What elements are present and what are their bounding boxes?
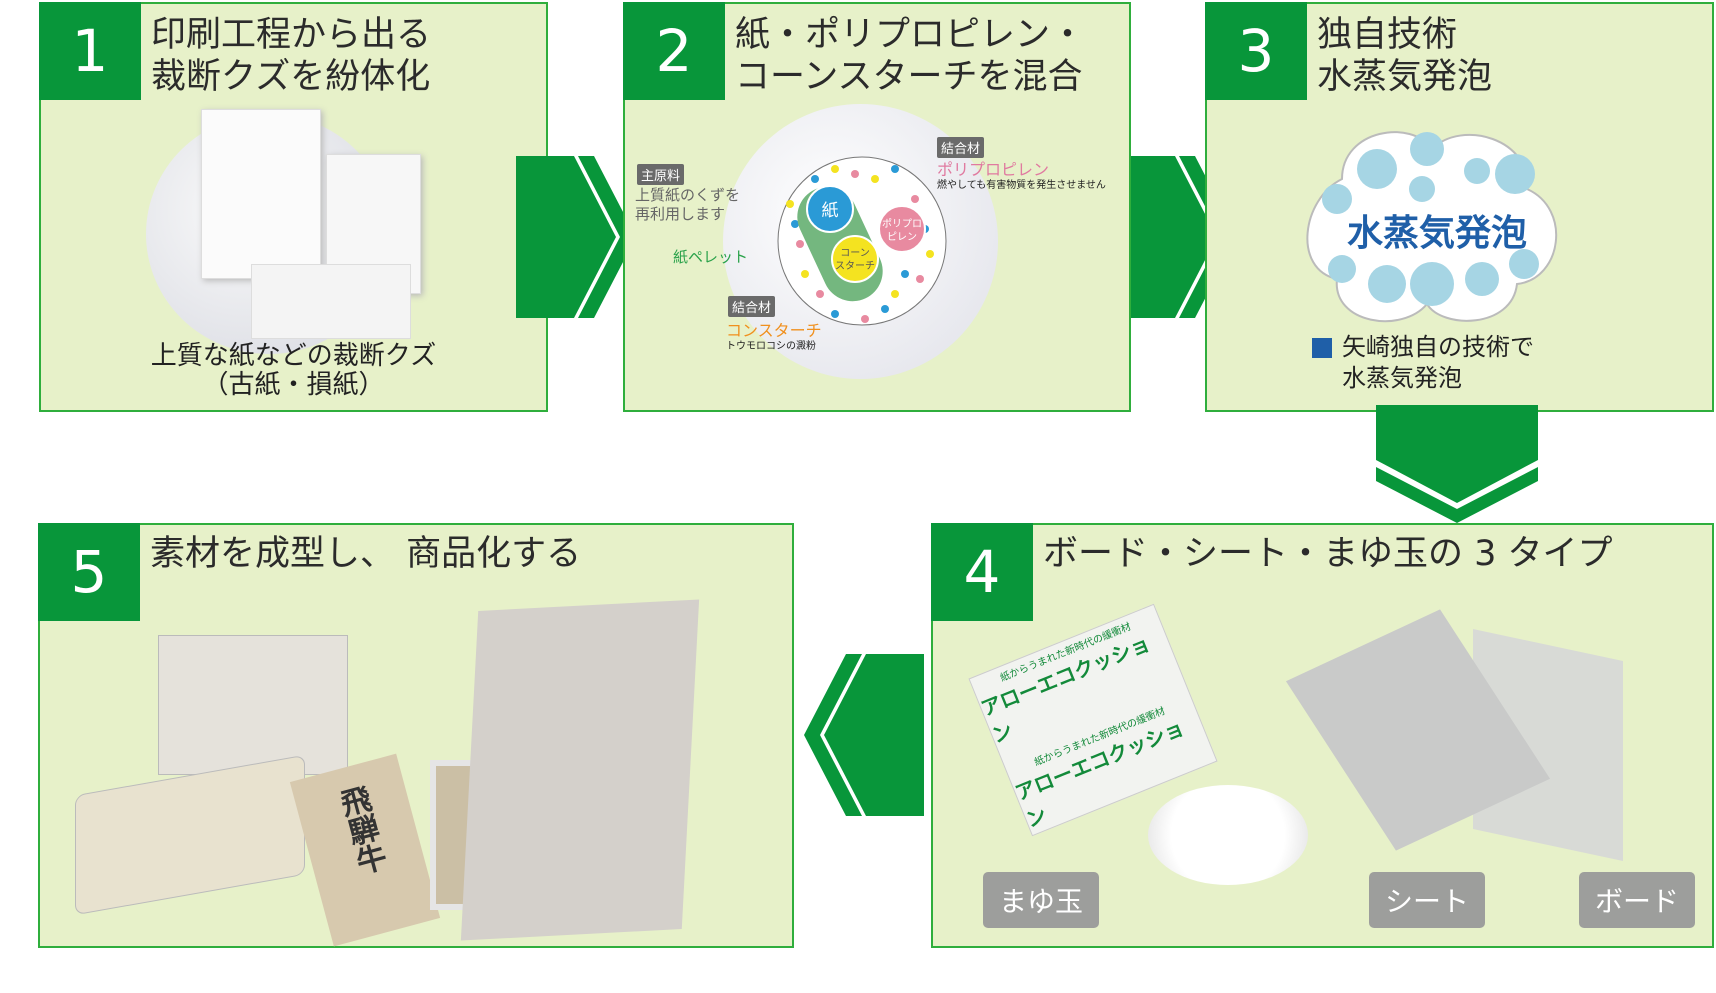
arrow-right-icon [516, 156, 636, 318]
paper-sheet-image [251, 264, 411, 339]
svg-text:スターチ: スターチ [835, 260, 875, 272]
binder-tag: 結合材 [728, 296, 776, 317]
pellet-label: 紙ペレット [673, 248, 749, 266]
type-label-sheet: シート [1369, 872, 1485, 928]
step-number: 1 [39, 2, 141, 100]
step-number: 5 [38, 523, 140, 621]
svg-text:ポリプロ: ポリプロ [882, 218, 922, 230]
step-number: 4 [931, 523, 1033, 621]
gift-box-image: 飛騨牛 [289, 753, 441, 947]
steam-cloud-image [1306, 131, 1558, 323]
step-title: ボード・シート・まゆ玉の 3 タイプ [1043, 534, 1613, 574]
main-material-text: 上質紙のくずを再利用します [635, 186, 741, 223]
step-3-panel: 3 独自技術水蒸気発泡 水蒸気発泡 矢崎独自の技術で水蒸気発泡 [1205, 2, 1714, 412]
cloud-text: 水蒸気発泡 [1346, 213, 1527, 254]
tray-image [75, 754, 305, 916]
step-5-panel: 5 素材を成型し、 商品化する 飛騨牛 [38, 523, 794, 948]
type-label-board: ボード [1579, 872, 1695, 928]
step-title: 紙・ポリプロピレン・コーンスターチを混合 [735, 15, 1086, 97]
paper-sheet-image [201, 109, 321, 279]
step-2-panel: 2 紙・ポリプロピレン・コーンスターチを混合 紙 コーン スターチ ポリプロ ピ… [623, 2, 1131, 412]
step-number: 3 [1205, 2, 1307, 100]
square-bullet-icon [1312, 338, 1332, 358]
pp-note: 燃やしても有害物質を発生させません [937, 180, 1106, 191]
egg-box-image [158, 635, 348, 775]
paper-label: 紙 [822, 201, 839, 221]
corn-name: コンスターチ [726, 321, 822, 340]
step-4-panel: 4 ボード・シート・まゆ玉の 3 タイプ 紙からうまれた新時代の緩衝材 アローエ… [931, 523, 1714, 948]
step-note: 矢崎独自の技術で水蒸気発泡 [1342, 333, 1534, 392]
corn-note: トウモロコシの澱粉 [726, 341, 816, 352]
type-label-cocoon: まゆ玉 [983, 872, 1099, 928]
arrow-down-icon [1376, 405, 1538, 523]
pp-name: ポリプロピレン [937, 160, 1050, 179]
cocoon-pile-image [1148, 785, 1308, 885]
arrow-left-icon [804, 654, 924, 816]
step-title: 素材を成型し、 商品化する [150, 534, 582, 574]
floor-panel-image [460, 599, 700, 941]
step-number: 2 [623, 2, 725, 100]
step-caption: 上質な紙などの裁断クズ（古紙・損紙） [150, 341, 437, 400]
binder-tag: 結合材 [937, 137, 985, 158]
step-title: 印刷工程から出る裁断クズを紛体化 [151, 15, 432, 97]
step-1-panel: 1 印刷工程から出る裁断クズを紛体化 上質な紙などの裁断クズ（古紙・損紙） [39, 2, 548, 412]
main-material-tag: 主原料 [637, 164, 685, 185]
step-title: 独自技術水蒸気発泡 [1317, 15, 1493, 97]
svg-text:コーン: コーン [840, 248, 870, 259]
svg-text:ピレン: ピレン [887, 231, 917, 243]
pellet-diagram: 紙 コーン スターチ ポリプロ ピレン [777, 156, 947, 326]
